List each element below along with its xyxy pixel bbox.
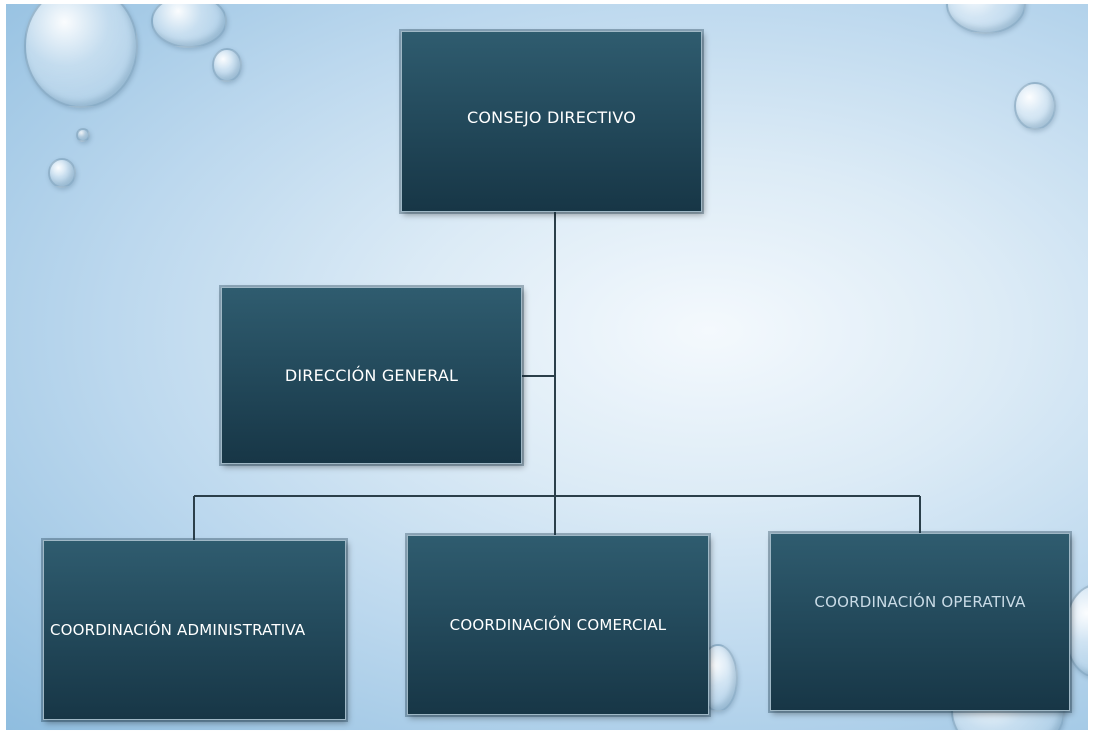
node-label-coordinacion-administrativa: COORDINACIÓN ADMINISTRATIVA xyxy=(50,621,306,639)
water-drop-top-left-medium xyxy=(151,4,227,48)
node-coordinacion-comercial: COORDINACIÓN COMERCIAL xyxy=(407,535,709,715)
water-drop-right-small xyxy=(1014,82,1056,130)
water-drop-top-left-small xyxy=(212,48,242,82)
node-direccion-general: DIRECCIÓN GENERAL xyxy=(221,287,522,464)
water-drop-top-left-large xyxy=(24,4,138,108)
node-coordinacion-operativa: COORDINACIÓN OPERATIVA xyxy=(770,533,1070,711)
node-label-direccion-general: DIRECCIÓN GENERAL xyxy=(284,366,459,385)
node-consejo-directivo: CONSEJO DIRECTIVO xyxy=(401,31,702,212)
node-label-coordinacion-operativa: COORDINACIÓN OPERATIVA xyxy=(814,593,1026,611)
water-drop-left-small xyxy=(48,158,76,188)
node-label-consejo-directivo: CONSEJO DIRECTIVO xyxy=(467,108,636,127)
water-drop-left-tiny xyxy=(76,128,90,142)
node-coordinacion-administrativa: COORDINACIÓN ADMINISTRATIVA xyxy=(43,540,346,720)
node-label-coordinacion-comercial: COORDINACIÓN COMERCIAL xyxy=(449,616,667,634)
